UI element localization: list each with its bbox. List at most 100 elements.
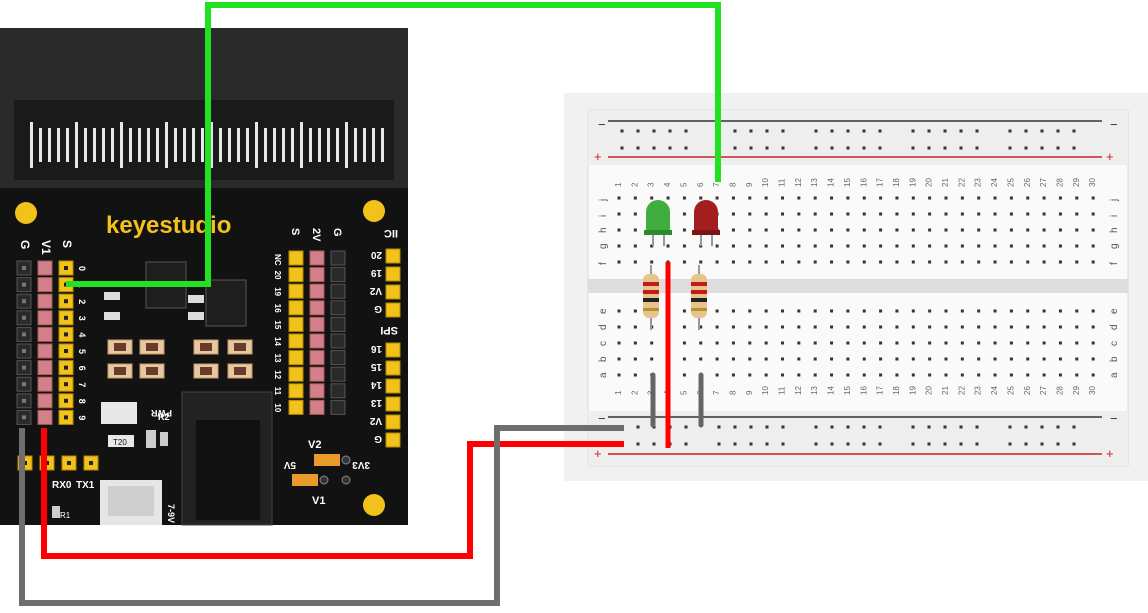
resistor-2-band-2 xyxy=(691,290,707,294)
terminal-hole xyxy=(764,228,768,232)
green-wire xyxy=(66,2,721,287)
pin-v xyxy=(37,343,53,359)
terminal-hole xyxy=(1091,373,1095,377)
rail-hole xyxy=(733,442,737,446)
right-pin-s xyxy=(288,366,304,382)
terminal-hole xyxy=(1091,341,1095,345)
terminal-hole xyxy=(748,341,752,345)
terminal-hole xyxy=(879,228,883,232)
connector-tooth xyxy=(84,128,87,162)
rail-hole xyxy=(943,129,947,133)
terminal-hole xyxy=(846,309,850,313)
terminal-hole xyxy=(748,244,752,248)
iic-pin xyxy=(385,302,401,318)
terminal-hole xyxy=(879,212,883,216)
column-number-bottom: 12 xyxy=(794,386,803,395)
connector-tooth xyxy=(39,128,42,162)
terminal-hole xyxy=(731,244,735,248)
terminal-hole xyxy=(731,325,735,329)
terminal-hole xyxy=(731,212,735,216)
right-pin-number: 10 xyxy=(273,403,282,412)
smd-part-core xyxy=(200,343,212,351)
uart-pin-core xyxy=(89,461,93,465)
row-letter-left: e xyxy=(598,308,609,314)
v1-jumper[interactable] xyxy=(292,474,318,486)
rail-hole xyxy=(684,146,688,150)
terminal-hole xyxy=(1058,309,1062,313)
column-number-bottom: 27 xyxy=(1039,386,1048,395)
rail-hole xyxy=(733,146,737,150)
terminal-hole xyxy=(846,244,850,248)
rail-hole xyxy=(1040,425,1044,429)
right-pin-g xyxy=(330,366,346,382)
terminal-hole xyxy=(879,325,883,329)
jumper-pin-3 xyxy=(341,475,351,485)
terminal-hole xyxy=(846,260,850,264)
terminal-hole xyxy=(715,325,719,329)
terminal-hole xyxy=(731,373,735,377)
column-number-bottom: 29 xyxy=(1072,386,1081,395)
right-pin-v xyxy=(309,316,325,332)
terminal-hole xyxy=(960,357,964,361)
column-number-top: 10 xyxy=(761,178,770,187)
connector-tooth xyxy=(102,128,105,162)
terminal-hole xyxy=(797,212,801,216)
terminal-hole xyxy=(830,357,834,361)
connector-tooth xyxy=(381,128,384,162)
v2-jumper[interactable] xyxy=(314,454,340,466)
connector-tooth xyxy=(30,122,33,168)
terminal-hole xyxy=(1009,228,1013,232)
terminal-hole xyxy=(862,196,866,200)
rail-hole xyxy=(1040,442,1044,446)
terminal-hole xyxy=(1026,309,1030,313)
pin-v xyxy=(37,376,53,392)
column-number-top: 16 xyxy=(859,178,868,187)
terminal-hole xyxy=(895,357,899,361)
right-pin-v xyxy=(309,283,325,299)
rail-hole xyxy=(1056,129,1060,133)
terminal-hole xyxy=(1042,325,1046,329)
column-number-top: 4 xyxy=(663,182,672,187)
bottom-left-minus: − xyxy=(598,411,606,426)
terminal-hole xyxy=(748,260,752,264)
rx0-label: RX0 xyxy=(52,480,72,491)
terminal-hole xyxy=(862,341,866,345)
terminal-hole xyxy=(650,244,654,248)
terminal-hole xyxy=(1058,373,1062,377)
row-letter-left: i xyxy=(598,215,609,217)
pin-core xyxy=(22,299,26,304)
terminal-hole xyxy=(699,196,703,200)
terminal-hole xyxy=(1042,228,1046,232)
connector-tooth xyxy=(354,128,357,162)
terminal-hole xyxy=(993,228,997,232)
right-pin-s xyxy=(288,399,304,415)
terminal-hole xyxy=(928,357,932,361)
terminal-hole xyxy=(1075,309,1079,313)
terminal-hole xyxy=(1009,357,1013,361)
mount-hole-top-left xyxy=(15,202,37,224)
terminal-hole xyxy=(846,325,850,329)
terminal-hole xyxy=(944,196,948,200)
terminal-hole xyxy=(781,244,784,248)
column-number-top: 1 xyxy=(614,182,623,187)
terminal-hole xyxy=(764,309,768,313)
connector-tooth xyxy=(93,128,96,162)
column-number-bottom: 7 xyxy=(712,390,721,395)
right-pin-v xyxy=(309,267,325,283)
terminal-hole xyxy=(879,357,883,361)
left-pin-number: 4 xyxy=(77,332,87,337)
left-pin-number: 8 xyxy=(77,399,87,404)
terminal-hole xyxy=(993,373,997,377)
terminal-hole xyxy=(1075,341,1079,345)
terminal-hole xyxy=(895,341,899,345)
column-number-top: 26 xyxy=(1023,178,1032,187)
terminal-hole xyxy=(1042,212,1046,216)
red-wire xyxy=(41,428,624,559)
terminal-hole xyxy=(682,212,686,216)
terminal-hole xyxy=(666,244,670,248)
pwr-led xyxy=(146,430,156,448)
right-pin-number: 19 xyxy=(273,287,282,296)
rail-hole xyxy=(959,146,963,150)
terminal-hole xyxy=(993,357,997,361)
